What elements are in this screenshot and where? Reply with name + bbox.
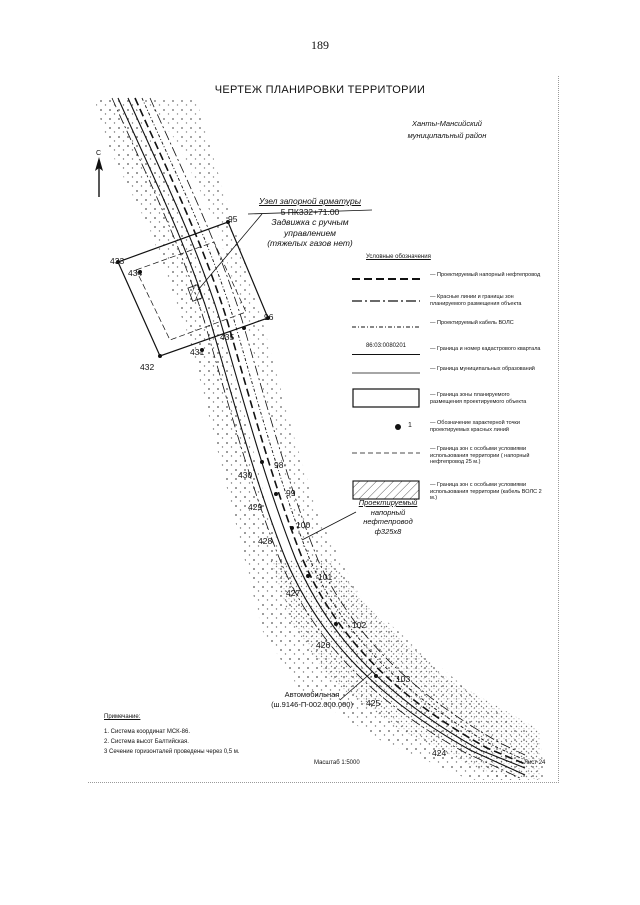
valve-callout-line-1: Задвижка с ручным (271, 217, 349, 227)
label-103: 103 (396, 674, 410, 684)
pipeline-leader (301, 511, 357, 541)
pipeline-callout-line-2: напорный (370, 507, 406, 517)
region-line-2: муниципальный район (407, 131, 487, 140)
label-432: 432 (140, 362, 154, 372)
region-line-1: Ханты-Мансийский (412, 119, 482, 128)
legend-cable-symbol (352, 326, 420, 328)
pipeline-callout: Проектируемый напорный нефтепровод ф325х… (350, 498, 426, 536)
point-95 (226, 220, 230, 224)
label-433: 433 (110, 256, 124, 266)
valve-callout-line-2: управлением (284, 227, 336, 238)
legend-title: Условные обозначения (366, 254, 431, 260)
label-434: 434 (128, 268, 142, 278)
point-markers (116, 220, 378, 678)
point-98 (260, 460, 264, 464)
label-98: 98 (274, 460, 284, 470)
legend-cadastral-text: — Граница и номер кадастрового квартала (430, 346, 541, 352)
pipeline-route (134, 97, 526, 765)
region-label: Ханты-Мансийский муниципальный район (392, 118, 502, 142)
road-edge-left (117, 97, 526, 776)
legend-pipeline-zone-text: — Граница зон с особыми условиями исполь… (430, 446, 530, 465)
road-callout: Автомобильная (ш.9146-П-002.000.000) (252, 690, 372, 710)
valve-callout-title: Узел запорной арматуры (259, 196, 361, 206)
label-426: 426 (316, 640, 330, 650)
scale-label: Масштаб 1:5000 (314, 760, 360, 766)
label-429: 429 (248, 502, 262, 512)
valve-callout-pk: 5 ПК332+71.00 (280, 206, 340, 217)
label-431: 431 (190, 347, 204, 357)
legend-municipal-symbol (352, 372, 420, 374)
point-labels: 95 96 432 433 434 435 431 98 99 100 101 … (110, 214, 446, 758)
drawing-title: ЧЕРТЕЖ ПЛАНИРОВКИ ТЕРРИТОРИИ (214, 84, 426, 96)
legend-zone-text: — Граница зоны планируемого размещения п… (430, 392, 527, 405)
label-96: 96 (264, 312, 274, 322)
point-433 (116, 260, 120, 264)
legend-municipal-text: — Граница муниципальных образований (430, 366, 535, 372)
road-callout-line-2: (ш.9146-П-002.000.000) (271, 700, 353, 709)
legend-red-lines-symbol (352, 300, 420, 302)
legend-red-lines-text: — Красные линии и границы зон планируемо… (430, 294, 522, 307)
point-432 (158, 354, 162, 358)
valve-callout: Узел запорной арматуры 5 ПК332+71.00 Зад… (248, 196, 372, 249)
note-item: 2. Система высот Балтийская. (104, 739, 189, 745)
legend: Условные обозначения — Проектируемый нап… (352, 254, 542, 501)
pipeline-callout-line-4: ф325х8 (374, 526, 402, 536)
point-100 (290, 526, 294, 530)
legend-point-symbol (395, 424, 401, 430)
legend-pipeline-text: — Проектируемый напорный нефтепровод (430, 272, 541, 278)
legend-pipeline-symbol (352, 278, 420, 280)
valve-callout-line-3: (тяжелых газов нет) (267, 238, 353, 248)
sheet-number: Лист 24 (524, 760, 546, 766)
point-434 (138, 270, 142, 274)
legend-point-text: — Обозначение характерной точки проектир… (430, 420, 520, 433)
point-102 (334, 622, 338, 626)
label-102: 102 (352, 620, 366, 630)
point-435 (242, 326, 246, 330)
label-424: 424 (432, 748, 446, 758)
valve-leader-shelf (247, 209, 373, 215)
legend-cable-zone-text: — Граница зон с особыми условиями исполь… (430, 482, 542, 501)
legend-pipeline-zone-symbol (352, 452, 420, 454)
label-430: 430 (238, 470, 252, 480)
legend-cable-text: — Проектируемый кабель ВОЛС (430, 320, 514, 326)
valve-zone-inner (135, 241, 247, 341)
point-99 (274, 492, 278, 496)
terrain-dense (270, 560, 540, 780)
road-leader (339, 671, 373, 701)
label-425: 425 (366, 698, 380, 708)
label-95: 95 (228, 214, 238, 224)
label-101: 101 (318, 572, 332, 582)
legend-point-label: 1 (408, 422, 412, 429)
terrain-right (140, 98, 545, 780)
pipeline-callout-line-3: нефтепровод (363, 517, 413, 526)
point-96 (266, 316, 270, 320)
notes-title: Примечание: (104, 714, 141, 720)
label-435: 435 (220, 332, 234, 342)
pipeline-callout-line-1: Проектируемый (358, 498, 418, 507)
north-arrow-icon (95, 157, 103, 197)
valve-leader (197, 213, 263, 291)
label-99: 99 (286, 488, 296, 498)
label-427: 427 (286, 588, 300, 598)
label-428: 428 (258, 536, 272, 546)
point-101 (306, 574, 310, 578)
north-arrow: С (94, 150, 104, 199)
label-100: 100 (296, 520, 310, 530)
point-103 (374, 674, 378, 678)
legend-cadastral-symbol: 86:03:0080201 (352, 340, 420, 355)
note-item: 1. Система координат МСК-86. (104, 729, 191, 735)
notes: Примечание: 1. Система координат МСК-86.… (104, 712, 240, 757)
point-431 (200, 348, 204, 352)
legend-zone-symbol (352, 388, 420, 408)
road-callout-line-1: Автомобильная (284, 690, 340, 699)
legend-cable-zone-symbol (352, 480, 420, 500)
page-number: 189 (311, 38, 329, 52)
north-label: С (96, 150, 102, 157)
note-item: 3 Сечение горизонталей проведены через 0… (104, 749, 240, 755)
red-line-right (149, 97, 526, 756)
drawing-frame (88, 76, 559, 783)
